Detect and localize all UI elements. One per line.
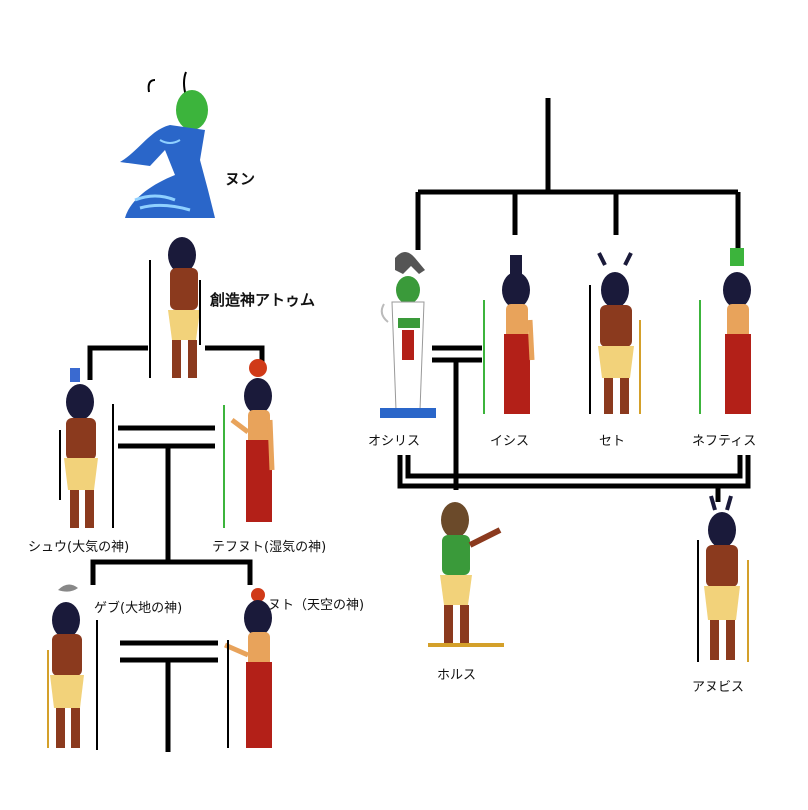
osiris-figure — [380, 252, 436, 418]
atum-figure — [149, 237, 201, 378]
label-anubis: アヌビス — [692, 680, 745, 695]
label-set: セト — [599, 434, 626, 449]
set-figure — [589, 252, 641, 414]
isis-figure — [483, 255, 535, 414]
tree-lines — [87, 98, 751, 752]
label-shu: シュウ(大気の神) — [28, 540, 130, 555]
nephthys-figure — [699, 248, 751, 414]
anubis-figure — [697, 495, 749, 662]
label-osiris: オシリス — [368, 434, 421, 449]
nun-figure — [120, 71, 215, 218]
label-nephthys: ネフティス — [692, 434, 757, 449]
horus-figure — [428, 502, 504, 647]
nut-figure — [224, 588, 272, 748]
shu-figure — [59, 368, 114, 528]
geb-figure — [47, 584, 98, 750]
label-geb: ゲブ(大地の神) — [94, 601, 183, 616]
tefnut-figure — [223, 359, 275, 528]
label-horus: ホルス — [437, 668, 477, 683]
label-tefnut: テフヌト(湿気の神) — [212, 540, 327, 555]
label-nut: ヌト（天空の神) — [268, 598, 365, 613]
label-isis: イシス — [490, 434, 530, 449]
label-atum: 創造神アトゥム — [210, 291, 316, 309]
label-nun: ヌン — [225, 170, 256, 188]
